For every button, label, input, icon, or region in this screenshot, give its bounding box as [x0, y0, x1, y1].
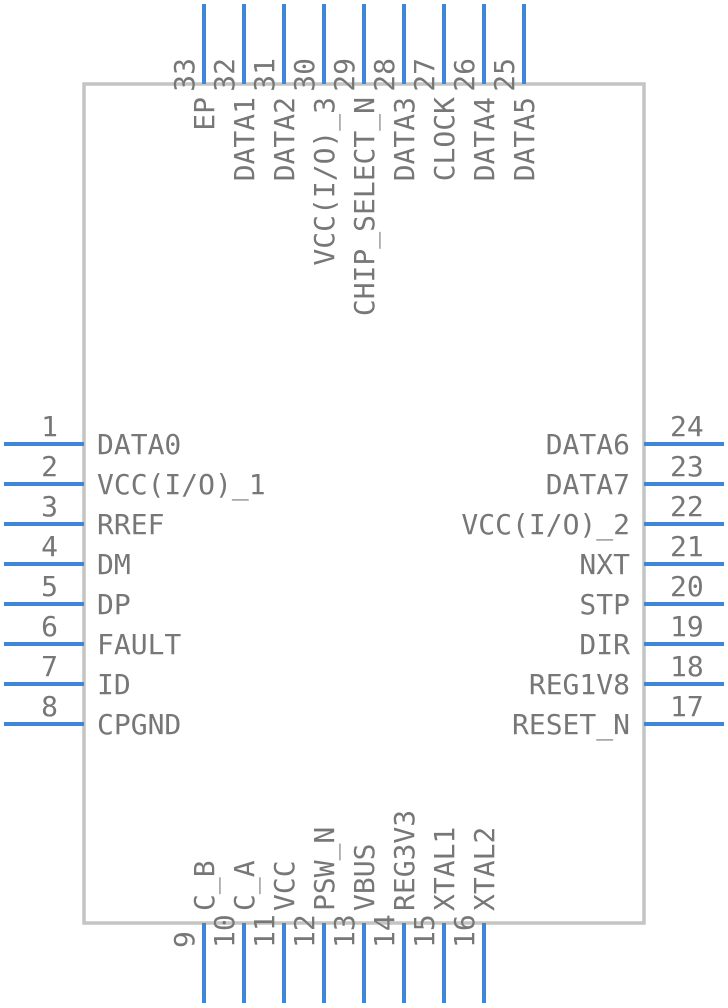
pin-number-25: 25 — [488, 58, 521, 92]
pin-number-17: 17 — [670, 690, 704, 723]
pin-label-22: VCC(I/O)_2 — [461, 508, 630, 542]
pin-label-12: PSW_N — [308, 827, 342, 911]
ic-body — [82, 82, 646, 925]
pin-label-27: CLOCK — [428, 97, 461, 181]
pin-label-5: DP — [97, 588, 131, 621]
pin-label-25: DATA5 — [508, 97, 541, 181]
pin-label-7: ID — [97, 668, 131, 701]
pin-number-33: 33 — [168, 58, 201, 92]
pin-label-33: EP — [188, 97, 221, 131]
pin-number-6: 6 — [41, 610, 58, 643]
pin-label-15: XTAL1 — [428, 827, 461, 911]
pin-label-28: DATA3 — [388, 97, 421, 181]
pin-label-13: VBUS — [348, 844, 381, 911]
pin-number-23: 23 — [670, 450, 704, 483]
pin-label-23: DATA7 — [546, 468, 630, 501]
pin-number-4: 4 — [41, 530, 58, 563]
pin-number-31: 31 — [248, 58, 281, 92]
pin-label-17: RESET_N — [512, 708, 630, 742]
pin-number-8: 8 — [41, 690, 58, 723]
pin-number-21: 21 — [670, 530, 704, 563]
pin-number-28: 28 — [368, 58, 401, 92]
pin-label-11: VCC — [268, 860, 301, 911]
pin-number-32: 32 — [208, 58, 241, 92]
pin-number-24: 24 — [670, 410, 704, 443]
pin-number-26: 26 — [448, 58, 481, 92]
pin-number-5: 5 — [41, 570, 58, 603]
pin-label-24: DATA6 — [546, 428, 630, 461]
pin-label-19: DIR — [579, 628, 630, 661]
pin-number-9: 9 — [168, 931, 201, 948]
pin-label-9: C_B — [188, 860, 222, 911]
pin-number-7: 7 — [41, 650, 58, 683]
pin-label-31: DATA2 — [268, 97, 301, 181]
pin-number-12: 12 — [288, 914, 321, 948]
pin-number-2: 2 — [41, 450, 58, 483]
pin-number-14: 14 — [368, 914, 401, 948]
pin-label-4: DM — [97, 548, 131, 581]
pin-label-18: REG1V8 — [529, 668, 630, 701]
pin-label-32: DATA1 — [228, 97, 261, 181]
pin-label-6: FAULT — [97, 628, 181, 661]
pin-label-26: DATA4 — [468, 97, 501, 181]
pin-label-30: VCC(I/O)_3 — [308, 97, 342, 266]
pin-number-22: 22 — [670, 490, 704, 523]
pin-label-2: VCC(I/O)_1 — [97, 468, 266, 502]
pin-number-20: 20 — [670, 570, 704, 603]
pin-label-8: CPGND — [97, 708, 181, 741]
pin-number-15: 15 — [408, 914, 441, 948]
pin-label-16: XTAL2 — [468, 827, 501, 911]
pin-number-13: 13 — [328, 914, 361, 948]
pin-label-3: RREF — [97, 508, 164, 541]
pin-label-14: REG3V3 — [388, 810, 421, 911]
pin-number-11: 11 — [248, 914, 281, 948]
pin-label-20: STP — [579, 588, 630, 621]
pin-number-30: 30 — [288, 58, 321, 92]
pin-label-10: C_A — [228, 860, 262, 911]
pin-number-29: 29 — [328, 58, 361, 92]
pin-number-18: 18 — [670, 650, 704, 683]
pin-number-10: 10 — [208, 914, 241, 948]
pin-label-29: CHIP_SELECT_N — [348, 97, 382, 316]
pin-number-19: 19 — [670, 610, 704, 643]
pin-label-21: NXT — [579, 548, 630, 581]
pin-number-16: 16 — [448, 914, 481, 948]
pin-number-27: 27 — [408, 58, 441, 92]
pin-label-1: DATA0 — [97, 428, 181, 461]
pin-number-3: 3 — [41, 490, 58, 523]
pin-number-1: 1 — [41, 410, 58, 443]
